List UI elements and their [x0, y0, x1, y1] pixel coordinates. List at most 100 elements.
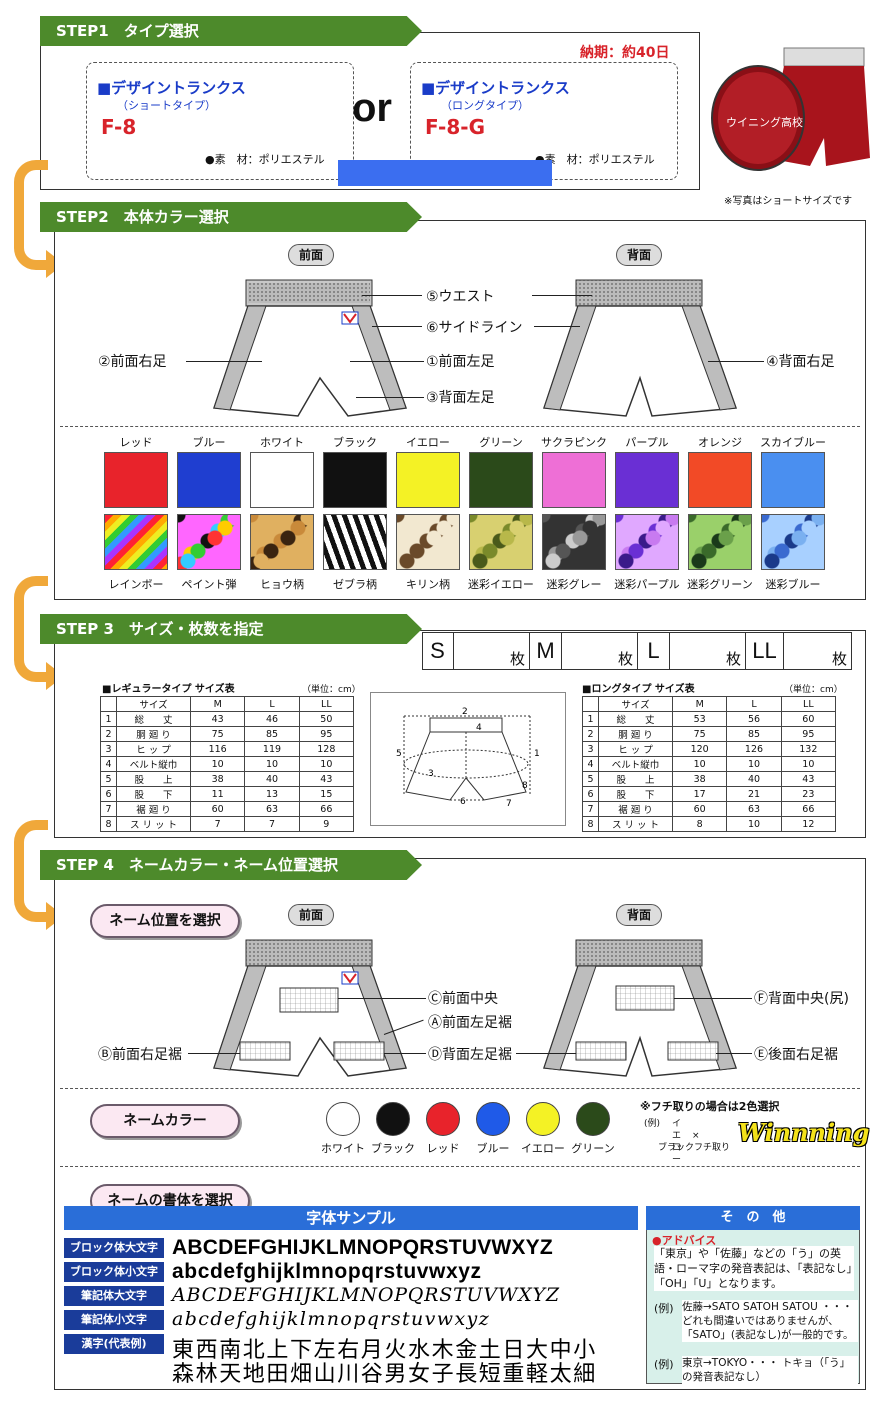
callout-line-waist-r: [532, 295, 592, 296]
size-cell: 50: [298, 711, 355, 727]
long-size-title: ■ロングタイプ サイズ表: [582, 684, 695, 695]
position-a[interactable]: Ⓐ前面左足裾: [428, 1015, 512, 1031]
name-position-pill: ネーム位置を選択: [90, 904, 240, 938]
size-cell: 128: [298, 741, 355, 757]
name-color-swatch-5[interactable]: [576, 1102, 610, 1136]
pattern-swatch-9[interactable]: [761, 514, 825, 570]
color-swatch-4[interactable]: [396, 452, 460, 508]
color-swatch-2[interactable]: [250, 452, 314, 508]
size-cell: 裾 廻 り: [116, 801, 191, 817]
pattern-swatch-4[interactable]: [396, 514, 460, 570]
font-sample-4[interactable]: 東西南北上下左右月火水木金土日大中小: [172, 1338, 597, 1363]
size-cell: LL: [780, 696, 837, 712]
color-swatch-7[interactable]: [615, 452, 679, 508]
color-label-3: ブラック: [333, 436, 377, 449]
callout-line-f: [674, 998, 752, 999]
pattern-swatch-2[interactable]: [250, 514, 314, 570]
front-name-position-diagram: [212, 939, 408, 1077]
callout-line-front-right: [186, 361, 262, 362]
name-color-swatch-2[interactable]: [426, 1102, 460, 1136]
color-label-1: ブルー: [192, 436, 226, 449]
diagram-num-3: 3: [428, 769, 434, 779]
font-sample-1[interactable]: abcdefghijklmnopqrstuvwxyz: [172, 1260, 482, 1283]
name-color-swatch-4[interactable]: [526, 1102, 560, 1136]
font-sample-3[interactable]: abcdefghijklmnopqrstuvwxyz: [172, 1308, 491, 1330]
size-cell: 5: [100, 771, 117, 787]
short-type-card[interactable]: ■デザイントランクス （ショートタイプ） F-8 ●素 材：ポリエステル: [86, 62, 354, 180]
pattern-swatch-6[interactable]: [542, 514, 606, 570]
pattern-label-9: 迷彩ブルー: [765, 578, 821, 591]
pattern-swatch-3[interactable]: [323, 514, 387, 570]
color-label-2: ホワイト: [260, 436, 304, 449]
color-swatch-6[interactable]: [542, 452, 606, 508]
callout-line-back-right: [708, 361, 764, 362]
size-cell: 63: [244, 801, 300, 817]
color-swatch-5[interactable]: [469, 452, 533, 508]
name-color-swatch-3[interactable]: [476, 1102, 510, 1136]
size-cell: M: [189, 696, 246, 712]
name-color-pill: ネームカラー: [90, 1104, 240, 1138]
size-cell: 股 下: [116, 786, 191, 802]
diagram-num-7: 7: [506, 799, 512, 809]
example2-label: (例): [654, 1358, 674, 1371]
size-cell: ス リ ッ ト: [598, 816, 673, 832]
back-name-position-diagram: [542, 939, 738, 1077]
size-cell: 53: [671, 711, 728, 727]
font-sample-0[interactable]: ABCDEFGHIJKLMNOPQRSTUVWXYZ: [172, 1236, 553, 1259]
callout-line-b: [188, 1053, 240, 1054]
callout-line-waist: [362, 295, 422, 296]
size-cell: 7: [244, 816, 300, 832]
position-c[interactable]: Ⓒ前面中央: [428, 991, 498, 1007]
position-f[interactable]: Ⓕ背面中央(尻): [754, 991, 849, 1007]
name-color-swatch-0[interactable]: [326, 1102, 360, 1136]
size-cell: 8: [671, 816, 728, 832]
position-d[interactable]: Ⓓ背面左足裾: [428, 1047, 512, 1063]
size-cell: 38: [671, 771, 728, 787]
order-qty-field-2[interactable]: [670, 632, 746, 670]
position-b[interactable]: Ⓑ前面右足裾: [98, 1047, 182, 1063]
font-sample-2[interactable]: ABCDEFGHIJKLMNOPQRSTUVWXYZ: [172, 1284, 560, 1306]
long-type-material: ●素 材：ポリエステル: [535, 153, 655, 166]
size-cell: ベルト縦巾: [598, 756, 673, 772]
advice-title: ●アドバイス: [652, 1234, 717, 1247]
example-line3: ブラックフチ取り: [658, 1143, 731, 1153]
color-swatch-8[interactable]: [688, 452, 752, 508]
color-swatch-3[interactable]: [323, 452, 387, 508]
color-swatch-9[interactable]: [761, 452, 825, 508]
example-line2: ×: [692, 1131, 700, 1141]
position-e[interactable]: Ⓔ後面右足裾: [754, 1047, 838, 1063]
name-color-swatch-1[interactable]: [376, 1102, 410, 1136]
order-qty-field-1[interactable]: [562, 632, 638, 670]
pattern-swatch-8[interactable]: [688, 514, 752, 570]
callout-line-sideline: [372, 326, 422, 327]
example-prefix: (例): [644, 1119, 661, 1129]
size-cell: L: [726, 696, 782, 712]
font-tag-1: ブロック体小文字: [64, 1262, 164, 1282]
order-size-0: S: [422, 632, 454, 670]
diagram-num-8: 8: [522, 781, 528, 791]
pattern-swatch-1[interactable]: [177, 514, 241, 570]
pattern-swatch-5[interactable]: [469, 514, 533, 570]
callout-line-d: [384, 1053, 426, 1054]
size-cell: 66: [780, 801, 837, 817]
color-swatch-1[interactable]: [177, 452, 241, 508]
size-cell: 40: [244, 771, 300, 787]
order-qty-field-0[interactable]: [454, 632, 530, 670]
font-sample-5[interactable]: 森林天地田畑山川谷男女子長短重軽太細: [172, 1362, 597, 1387]
long-type-title: ■デザイントランクス: [421, 79, 570, 97]
pattern-swatch-0[interactable]: [104, 514, 168, 570]
pattern-swatch-7[interactable]: [615, 514, 679, 570]
font-tag-0: ブロック体大文字: [64, 1238, 164, 1258]
callout-line-sideline-r: [534, 326, 580, 327]
color-swatch-0[interactable]: [104, 452, 168, 508]
step1-tab: STEP1 タイプ選択: [40, 16, 422, 46]
size-cell: [100, 696, 117, 712]
